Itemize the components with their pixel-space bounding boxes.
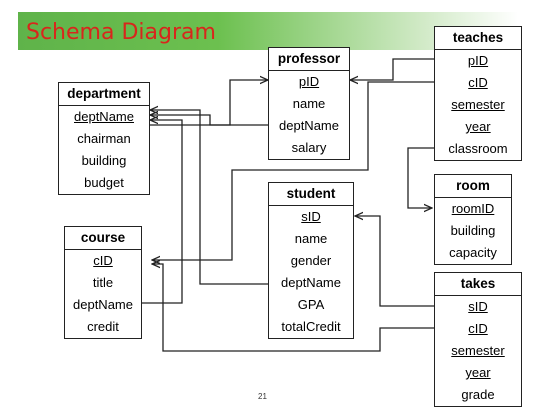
attribute-row: semester [451,343,505,358]
link-takes-course [152,264,434,352]
attribute-row: chairman [77,131,131,146]
attribute-row: classroom [448,141,508,156]
table-header: professor [269,48,349,71]
table-header: takes [435,273,521,296]
link-department-professor [150,80,268,126]
table-room: room roomID building capacity [434,174,512,265]
link-teaches-course [152,81,434,260]
attribute-row: deptName [281,275,341,290]
slide-title: Schema Diagram [26,20,216,45]
attribute-row: deptName [279,118,339,133]
attribute-row: GPA [297,297,325,312]
attribute-row: year [465,365,491,380]
table-takes: takes sID cID semester year grade [434,272,522,407]
attribute-row: cID [468,75,488,90]
attribute-row: name [292,96,326,111]
table-teaches: teaches pID cID semester year classroom [434,26,522,161]
attribute-row: roomID [451,201,495,216]
table-header: department [59,83,149,106]
attribute-row: grade [461,387,495,402]
table-professor: professor pID name deptName salary [268,47,350,160]
attribute-row: title [92,275,114,290]
link-teaches-professor [350,58,434,80]
attribute-row: pID [298,74,320,89]
link-course-department [142,120,183,304]
table-header: teaches [435,27,521,50]
attribute-row: deptName [74,109,134,124]
attribute-row: totalCredit [281,319,341,334]
attribute-row: credit [87,319,119,334]
page-number: 21 [258,392,267,401]
attribute-row: deptName [73,297,133,312]
table-header: student [269,183,353,206]
attribute-row: year [465,119,491,134]
table-header: course [65,227,141,250]
attribute-row: building [81,153,127,168]
link-professor-department [150,115,268,126]
attribute-row: semester [451,97,505,112]
attribute-row: name [294,231,328,246]
link-takes-student [355,216,434,307]
table-department: department deptName chairman building bu… [58,82,150,195]
attribute-row: building [450,223,496,238]
attribute-row: sID [468,299,488,314]
table-student: student sID name gender deptName GPA tot… [268,182,354,339]
table-header: room [435,175,511,198]
attribute-row: salary [291,140,327,155]
attribute-row: cID [468,321,488,336]
attribute-row: pID [467,53,489,68]
table-course: course cID title deptName credit [64,226,142,339]
link-teaches-room [407,147,434,208]
attribute-row: cID [93,253,113,268]
attribute-row: gender [290,253,332,268]
attribute-row: capacity [449,245,497,260]
link-student-department [150,110,268,285]
attribute-row: budget [84,175,124,190]
attribute-row: sID [301,209,321,224]
